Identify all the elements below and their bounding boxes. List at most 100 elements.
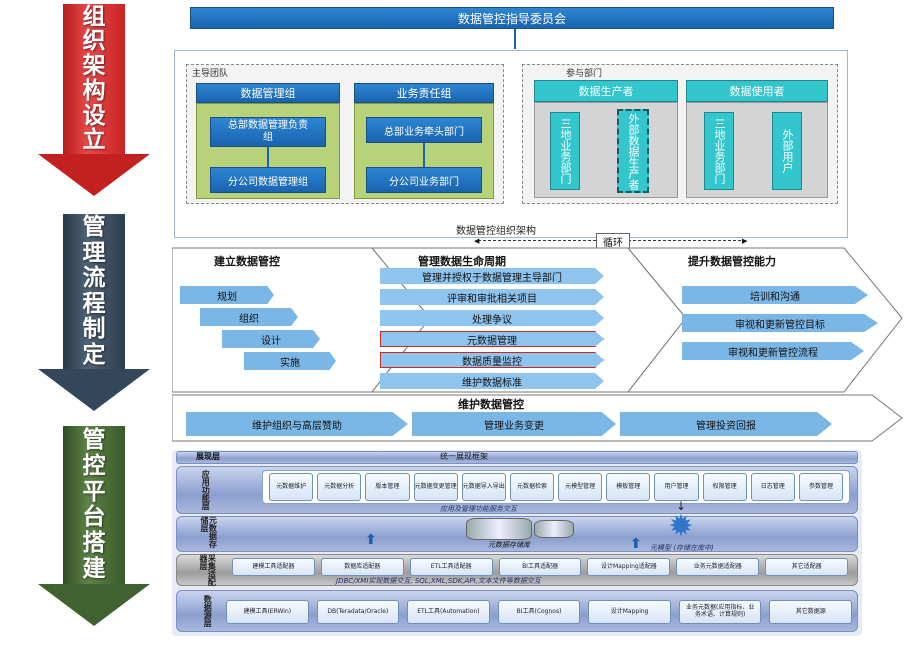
lifecycle-item: 处理争议 xyxy=(380,310,604,326)
source-cell: 业务元数据(应用指标、业务术语、计算规则) xyxy=(678,600,762,624)
maintain-item: 管理业务变更 xyxy=(412,412,616,436)
model-label: 元模型 (存储在库中) xyxy=(650,544,714,552)
build-step: 设计 xyxy=(222,330,320,348)
arrow-char: 程 xyxy=(82,290,106,317)
hq-biz-lead-box: 总部业务牵头部门 xyxy=(366,117,482,143)
arrow-char: 搭 xyxy=(82,530,106,557)
arrow-char: 立 xyxy=(82,127,106,154)
lifecycle-item: 维护数据标准 xyxy=(380,373,604,389)
hq-data-mgmt-box: 总部数据管理负责组 xyxy=(210,117,326,147)
maintain-item: 维护组织与高层赞助 xyxy=(186,412,408,436)
app-cell: 参数管理 xyxy=(798,473,844,501)
arrow-char: 织 xyxy=(82,28,106,55)
app-cell: 元数据检索 xyxy=(509,473,555,501)
app-cell: 用户管理 xyxy=(654,473,699,501)
up-arrow-icon: ⬆ xyxy=(630,536,642,552)
platform-arrow: 管 控 平 台 搭 建 xyxy=(38,426,150,626)
lifecycle-item: 管理并授权于数据管理主导部门 xyxy=(380,268,604,284)
lifecycle-item: 评审和审批相关项目 xyxy=(380,289,604,305)
app-layer-label: 应用功能层 xyxy=(201,470,211,510)
committee-connector xyxy=(514,29,516,49)
source-cells: 建模工具(ERWin) DB(Teradata/Oracle) ETL工具(Au… xyxy=(226,600,853,624)
up-arrow-icon: ⬆ xyxy=(365,532,377,548)
data-user-title: 数据使用者 xyxy=(686,80,828,102)
producer-domestic-box: 三地业务部门 xyxy=(550,112,580,190)
participants-title: 参与部门 xyxy=(566,69,603,79)
app-cell: 元数据维护 xyxy=(269,473,314,501)
adapter-cells: 建模工具适配器 数据库适配器 ETL工具适配器 BI工具适配器 设计Mappin… xyxy=(232,558,849,576)
improve-item: 审视和更新管控目标 xyxy=(682,314,878,332)
adapter-cell: BI工具适配器 xyxy=(498,558,582,576)
arrow-char: 架 xyxy=(82,53,106,80)
app-cells: 元数据维护 元数据分析 版本管理 元数据变更管理 元数据导入导出 元数据检索 元… xyxy=(262,470,850,504)
app-cell: 元数据导入导出 xyxy=(461,473,506,501)
branch-biz-box: 分公司业务部门 xyxy=(366,167,482,193)
arrow-char: 控 xyxy=(82,452,106,479)
producer-external-box: 外部数据生产者 xyxy=(617,109,649,193)
source-cell: BI工具(Cognos) xyxy=(497,600,581,624)
arrow-char: 定 xyxy=(82,341,106,368)
build-step: 组织 xyxy=(200,308,298,326)
maintain-item: 管理投资回报 xyxy=(620,412,832,436)
arrow-char: 构 xyxy=(82,77,106,104)
arrow-char: 流 xyxy=(82,265,106,292)
user-external-box: 外部用户 xyxy=(772,112,802,190)
adapter-cell: 设计Mapping适配器 xyxy=(587,558,671,576)
source-cell: 其它数据源 xyxy=(769,600,853,624)
presentation-label: 展现层 xyxy=(196,452,220,461)
connector xyxy=(267,147,269,167)
arrow-char: 管 xyxy=(82,426,106,453)
arrow-char: 理 xyxy=(82,239,106,266)
data-producer-title: 数据生产者 xyxy=(534,80,678,102)
arrow-char: 台 xyxy=(82,504,106,531)
source-cell: 建模工具(ERWin) xyxy=(226,600,309,624)
repo-cylinder xyxy=(534,520,574,538)
lifecycle-item: 数据质量监控 xyxy=(380,352,604,368)
meta-layer-label: 元数据存储层 xyxy=(200,516,218,548)
build-step: 实施 xyxy=(244,352,336,370)
presentation-bar: 统一展现框架 xyxy=(440,452,488,461)
lead-team-title: 主导团队 xyxy=(192,69,229,79)
repo-label: 元数据存储库 xyxy=(488,541,530,549)
arrow-char: 管 xyxy=(82,214,106,241)
improve-title: 提升数据管控能力 xyxy=(688,255,776,268)
committee-bar: 数据管控指导委员会 xyxy=(190,7,834,29)
source-cell: ETL工具(Automation) xyxy=(407,600,490,624)
connector xyxy=(423,143,425,167)
arrow-char: 制 xyxy=(82,316,106,343)
arrow-char: 组 xyxy=(82,3,106,30)
adapter-cell: 业务元数据适配器 xyxy=(676,558,760,576)
adapter-bar: JDBC/XMI实现数据交互, SQL,XML,SDK,API,文本文件等数据交… xyxy=(336,577,541,585)
app-cell: 元模型管理 xyxy=(558,473,603,501)
org-setup-arrow: 组 织 架 构 设 立 xyxy=(38,4,150,196)
improve-item: 审视和更新管控流程 xyxy=(682,342,864,360)
process-arrow: 管 理 流 程 制 定 xyxy=(38,214,150,411)
org-footer: 数据管控组织架构 xyxy=(456,226,536,237)
biz-resp-group-title: 业务责任组 xyxy=(354,83,494,103)
down-arrow-icon: ↓ xyxy=(676,499,687,513)
adapter-cell: 其它适配器 xyxy=(765,558,849,576)
presentation-layer xyxy=(176,451,858,464)
adapter-cell: 数据库适配器 xyxy=(320,558,404,576)
adapter-cell: ETL工具适配器 xyxy=(409,558,493,576)
arrow-char: 平 xyxy=(82,478,106,505)
app-cell: 日志管理 xyxy=(750,473,795,501)
app-cell: 元数据变更管理 xyxy=(413,473,458,501)
source-layer-label: 数据源层 xyxy=(203,595,213,627)
app-cell: 权限管理 xyxy=(702,473,747,501)
repo-cylinder xyxy=(466,518,532,540)
data-mgmt-group-title: 数据管理组 xyxy=(196,83,340,103)
build-title: 建立数据管控 xyxy=(214,255,280,268)
branch-data-mgmt-box: 分公司数据管理组 xyxy=(210,167,326,193)
model-sun-icon: ✹ xyxy=(668,509,694,544)
arrow-char: 设 xyxy=(82,102,106,129)
arrow-char: 建 xyxy=(82,556,106,583)
lifecycle-item: 元数据管理 xyxy=(380,331,604,347)
app-cell: 模板管理 xyxy=(606,473,651,501)
improve-item: 培训和沟通 xyxy=(682,286,868,304)
adapter-layer-label: 采集适配器层 xyxy=(199,554,217,586)
build-step: 规划 xyxy=(180,286,274,304)
app-bar: 应用及管理功能服务交互 xyxy=(440,505,517,513)
cycle-arrow-left: ◀ xyxy=(474,237,480,245)
lifecycle-title: 管理数据生命周期 xyxy=(418,255,506,268)
